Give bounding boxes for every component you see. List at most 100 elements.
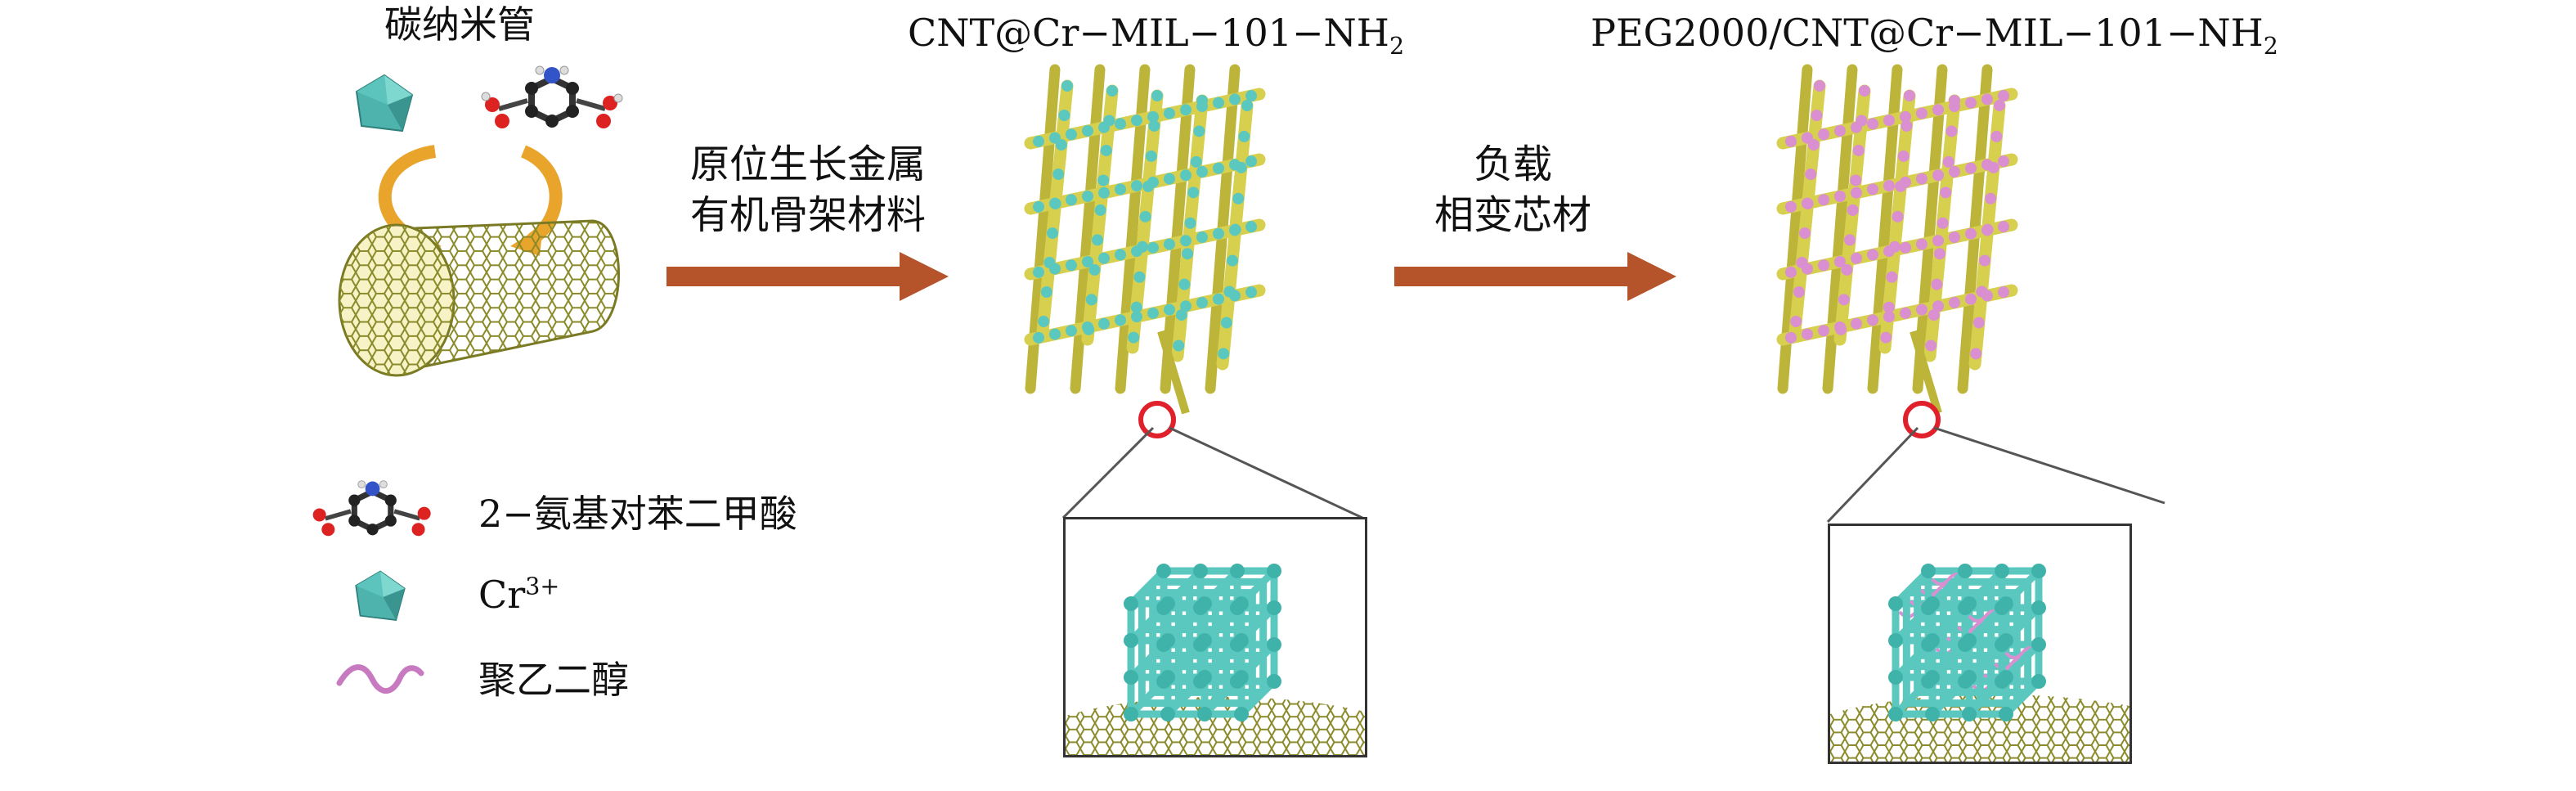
cube-node <box>1197 633 1212 648</box>
lattice-bead <box>1151 90 1163 101</box>
lattice-bead <box>1241 100 1253 111</box>
lattice-bead <box>1838 294 1850 306</box>
peg-title-sub: 2 <box>2263 33 2278 61</box>
step2-line1: 负载 <box>1473 142 1552 187</box>
cube-rod <box>1929 568 1968 607</box>
lattice-bead <box>1994 100 2005 111</box>
lattice-bead <box>1856 115 1868 127</box>
cube-rod <box>1128 678 1167 717</box>
lattice-bead <box>1164 173 1175 185</box>
lattice-bead <box>1131 180 1142 192</box>
cube-rod <box>1165 568 1204 607</box>
lattice-bead <box>1103 115 1115 127</box>
carbon-nanotube-icon <box>338 219 620 377</box>
lattice-bead <box>1851 187 1862 199</box>
cube-node <box>2031 564 2046 578</box>
lattice-bead <box>1859 85 1870 97</box>
lattice-bead <box>1245 155 1257 168</box>
cube-node <box>1962 596 1977 611</box>
lattice-bead <box>1916 173 1928 185</box>
cube-rod <box>1128 604 1167 644</box>
lattice-bead <box>1904 90 1915 101</box>
lattice-bead <box>1818 128 1829 141</box>
cube-node <box>1234 633 1249 648</box>
lattice-bead <box>1932 235 1944 247</box>
lattice-bead <box>1834 191 1846 202</box>
lattice-bead <box>1807 139 1820 151</box>
cube-node <box>2031 674 2046 689</box>
peg-title: PEG2000/CNT@Cr−MIL−101−NH2 <box>1591 11 2278 61</box>
cube-node <box>1888 596 1903 611</box>
lattice-bead <box>1098 252 1110 264</box>
lattice-bead <box>1886 271 1898 283</box>
step1-label: 原位生长金属 有机骨架材料 <box>661 139 955 241</box>
zoom-circle-peg-icon <box>1903 401 1941 438</box>
lattice-bead <box>1932 104 1944 116</box>
lattice-bead <box>1245 90 1257 102</box>
cube-rod <box>1892 678 1932 717</box>
cube-node <box>1124 670 1138 685</box>
cube-rod <box>1892 568 1932 607</box>
lattice-bead <box>1949 297 1960 308</box>
lattice-bead <box>1047 227 1058 239</box>
lattice-bead <box>1196 297 1208 308</box>
lattice-bead <box>1115 183 1126 196</box>
lattice-bead <box>1844 234 1856 246</box>
lattice-bead <box>1178 278 1191 290</box>
lattice-bead <box>1916 303 1928 316</box>
cube-node <box>1197 596 1212 611</box>
lattice-bead <box>1790 316 1802 327</box>
lattice-bead <box>1213 293 1224 305</box>
lattice-bead <box>1182 248 1193 260</box>
zoom-box-mof <box>1063 517 1367 757</box>
lattice-bead <box>1818 325 1829 337</box>
lattice-bead <box>1889 240 1901 253</box>
lattice-bead <box>1061 80 1073 92</box>
mof-lattice-icon <box>1024 64 1266 415</box>
lattice-bead <box>1180 104 1192 116</box>
lattice-bead <box>1173 339 1185 352</box>
lattice-bead <box>1220 317 1232 329</box>
lattice-bead <box>1094 204 1106 216</box>
lattice-bead <box>1785 135 1797 147</box>
cube-rod <box>1238 641 1277 681</box>
lattice-bead <box>1998 90 2009 102</box>
cube-node <box>1267 600 1281 615</box>
cube-node <box>1197 670 1212 685</box>
lattice-bead <box>1785 331 1797 344</box>
lattice-bead <box>1082 191 1093 202</box>
cube-rod <box>1201 641 1241 681</box>
cr-cube-cluster-icon <box>1124 564 1281 721</box>
lattice-bead <box>1187 187 1200 199</box>
zoom-box-peg <box>1828 524 2132 764</box>
lattice-bead <box>1066 128 1077 141</box>
lattice-bead <box>1088 263 1101 276</box>
lattice-bead <box>1928 309 1940 321</box>
lattice-bead <box>1223 285 1236 298</box>
process-arrow-2 <box>1394 252 1676 301</box>
lattice-bead <box>1867 183 1878 196</box>
lattice-bead <box>1066 194 1077 206</box>
lattice-bead <box>1818 259 1829 272</box>
lattice-bead <box>1945 125 1958 137</box>
lattice-bead <box>1895 180 1907 192</box>
lattice-bead <box>1147 307 1159 319</box>
cube-node <box>1193 564 1208 578</box>
lattice-bead <box>1900 241 1911 254</box>
lattice-bead <box>1880 331 1892 344</box>
legend-ligand-label: 2−氨基对苯二甲酸 <box>478 492 797 536</box>
lattice-bead <box>1835 323 1847 335</box>
lattice-bead <box>1990 130 2003 142</box>
lattice-bead <box>1052 169 1065 180</box>
lattice-bead <box>1932 300 1944 312</box>
lattice-bead <box>1949 166 1960 178</box>
cube-node <box>1888 670 1903 685</box>
lattice-bead <box>1131 311 1142 323</box>
lattice-bead <box>1131 115 1142 127</box>
lattice-bead <box>1043 257 1056 268</box>
step2-label: 负载 相变芯材 <box>1390 139 1636 241</box>
lattice-bead <box>1164 238 1175 250</box>
lattice-bead <box>1867 118 1878 130</box>
lattice-bead <box>1900 110 1911 123</box>
lattice-bead <box>1227 254 1238 267</box>
